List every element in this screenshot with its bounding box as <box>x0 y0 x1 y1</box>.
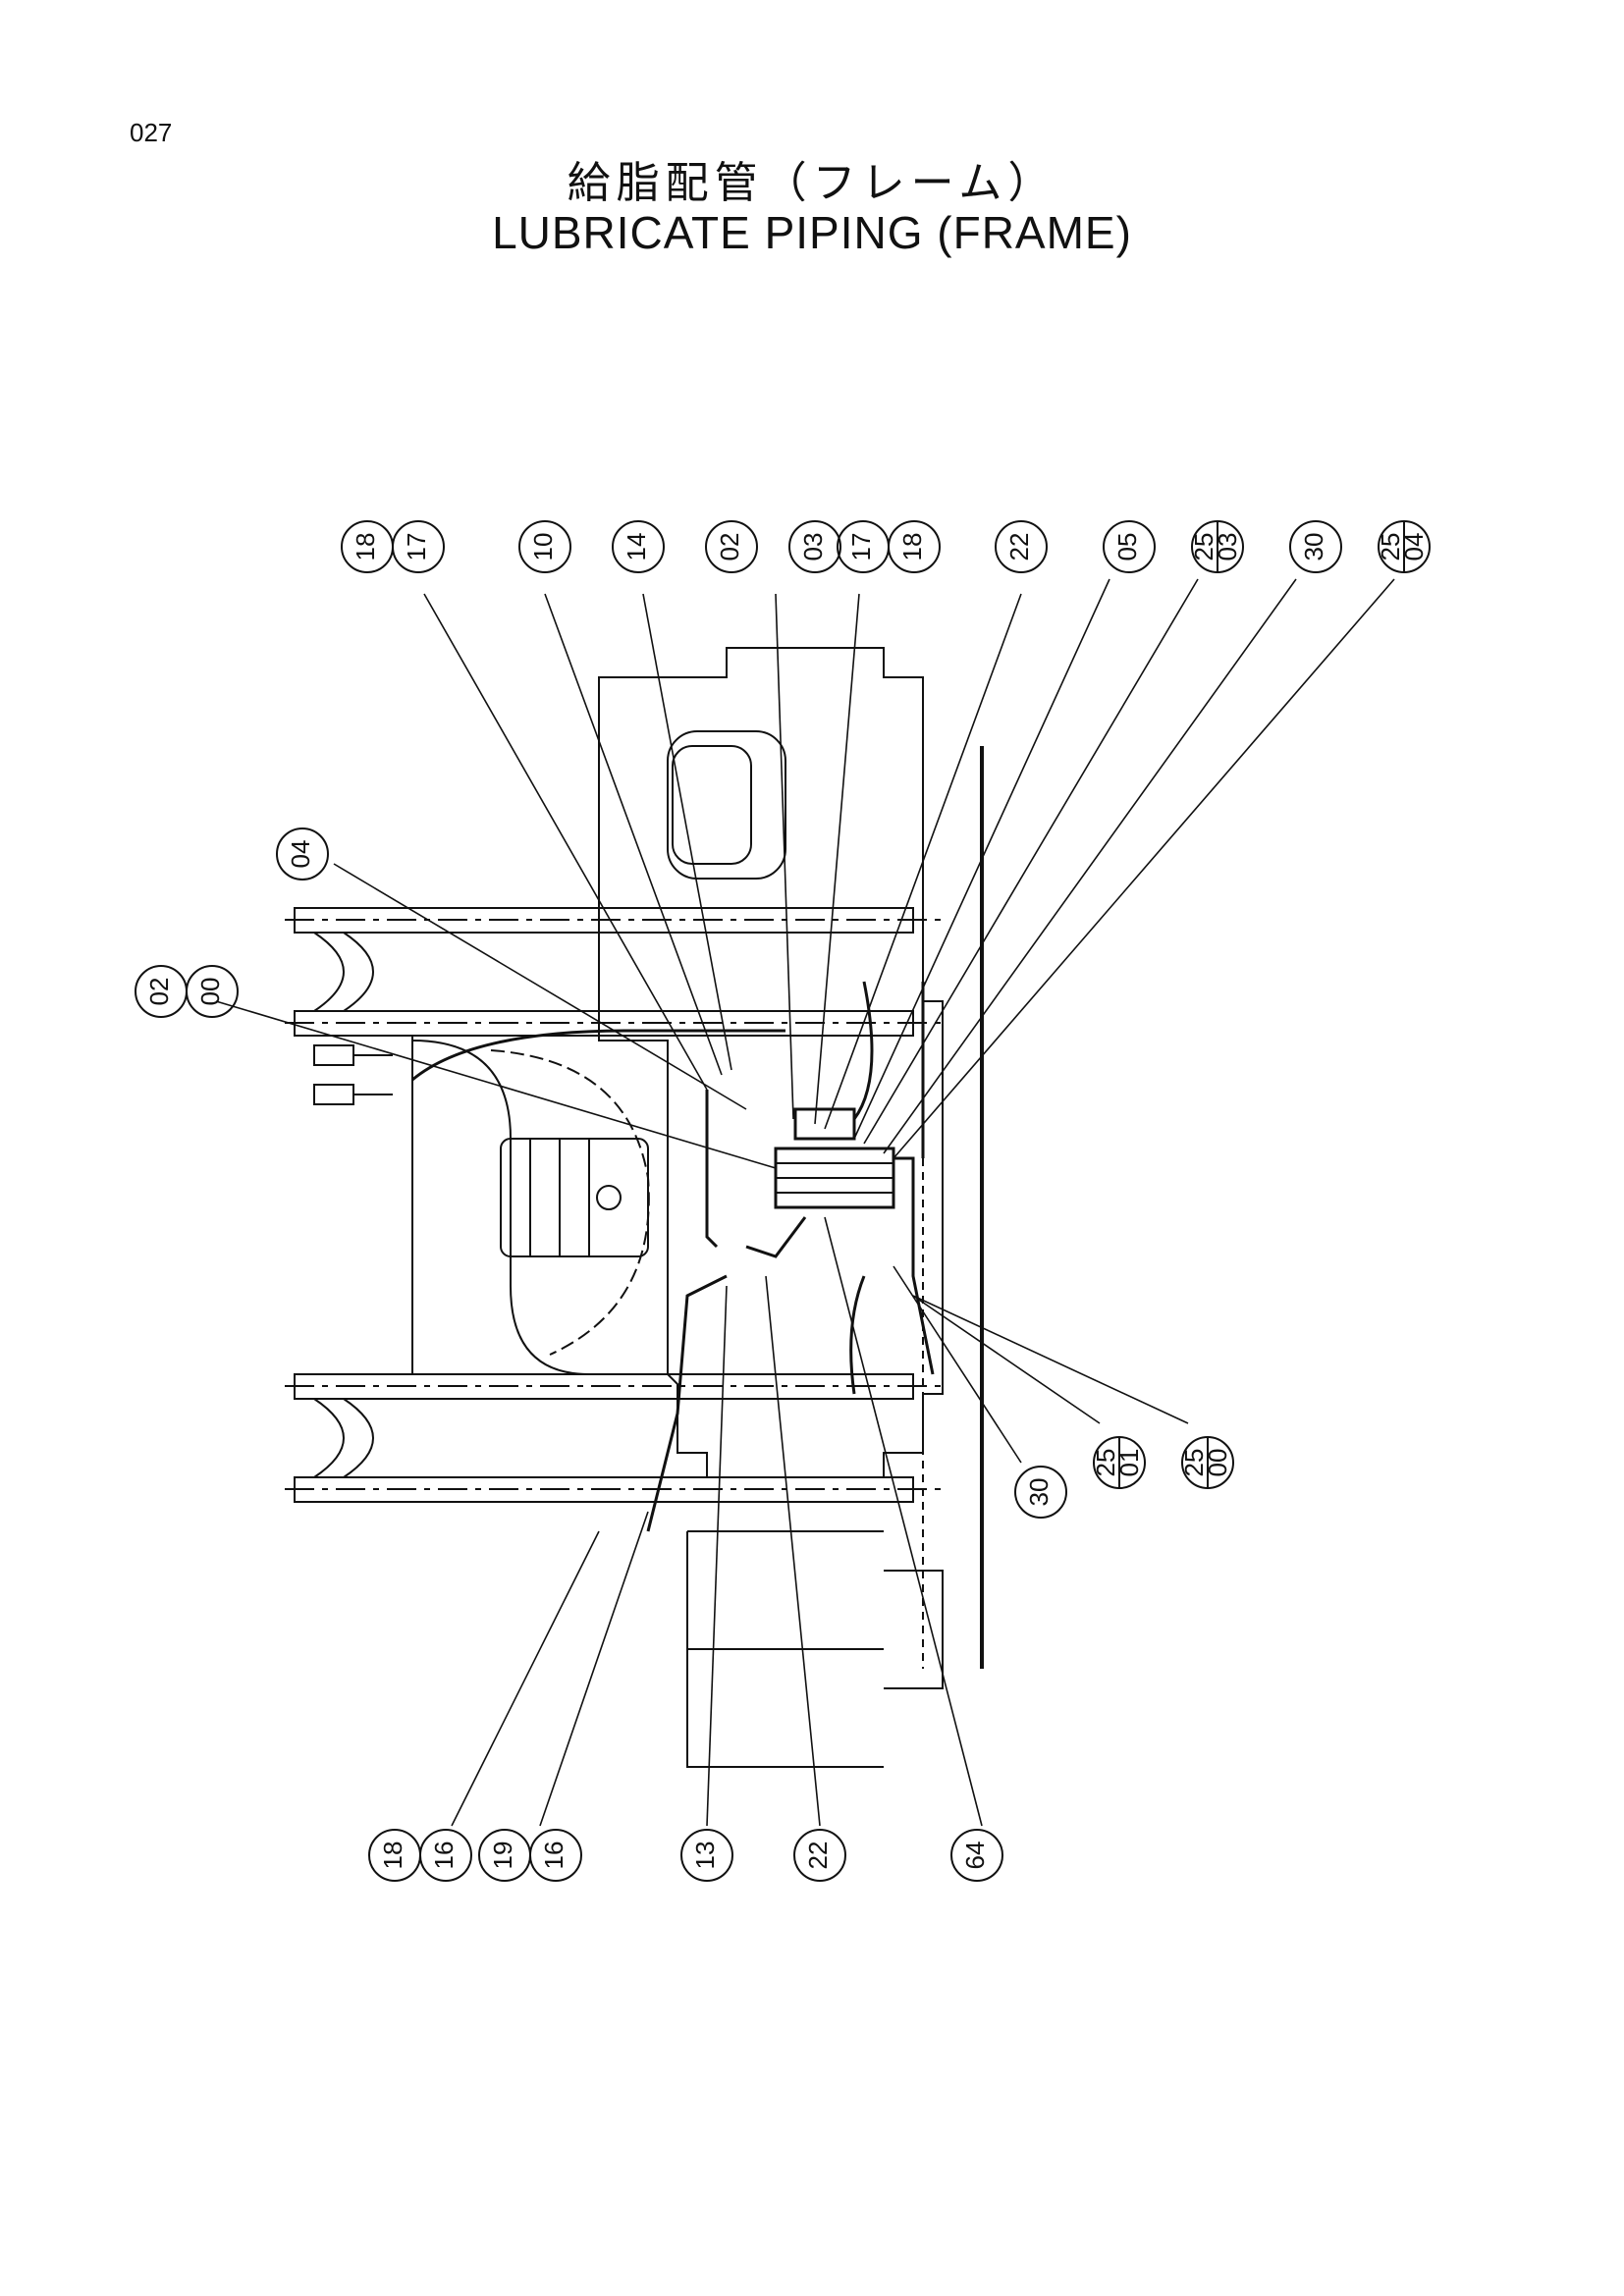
callout-number-bottom: 00 <box>1203 1449 1232 1477</box>
callout-number-bottom: 01 <box>1114 1449 1144 1477</box>
callout-7: 05 <box>1103 520 1156 573</box>
swing-motor <box>500 1138 649 1257</box>
callout-number: 64 <box>960 1842 990 1870</box>
hose-to-boom <box>411 1029 785 1082</box>
callout-number: 22 <box>803 1842 833 1870</box>
callout-number-top: 25 <box>1179 1449 1209 1477</box>
fitting-left-lower <box>313 1084 354 1105</box>
page-number: 027 <box>130 118 173 147</box>
callout-6: 22 <box>995 520 1048 573</box>
lower-boom-mount <box>294 1373 914 1400</box>
callout-number: 13 <box>690 1842 720 1870</box>
callout-number: 03 <box>798 533 828 561</box>
title-english: LUBRICATE PIPING (FRAME) <box>492 207 1132 258</box>
callout-number: 14 <box>622 533 651 561</box>
callout-number: 30 <box>1299 533 1328 561</box>
callout-11: 04 <box>276 828 329 881</box>
callout-19: 22 <box>793 1829 846 1882</box>
callout-number: 17 <box>402 533 431 561</box>
callout-number: 05 <box>1112 533 1142 561</box>
callout-number-top: 25 <box>1091 1449 1120 1477</box>
distributor-block-upper <box>793 1107 856 1141</box>
callout-9: 30 <box>1289 520 1342 573</box>
frame-outline <box>598 647 944 1478</box>
callout-number: 18 <box>897 533 927 561</box>
callout-number: 02 <box>715 533 744 561</box>
callout-13: 30 <box>1014 1466 1067 1519</box>
lower-boom-lower <box>294 1476 914 1503</box>
callout-number-bottom: 03 <box>1213 533 1242 561</box>
fitting-left-upper <box>313 1044 354 1066</box>
upper-boom-mount <box>294 907 914 934</box>
callout-3: 02 <box>705 520 758 573</box>
callout-number: 18 <box>351 533 380 561</box>
callout-number: 02 <box>144 978 174 1006</box>
callout-number: 30 <box>1024 1478 1054 1507</box>
callout-number: 22 <box>1004 533 1034 561</box>
callout-number: 04 <box>286 840 315 869</box>
frame-cabin-window <box>667 730 786 880</box>
callout-number: 00 <box>195 978 225 1006</box>
callout-20: 64 <box>950 1829 1003 1882</box>
callout-12: 02 00 <box>135 965 239 1018</box>
callout-number-top: 25 <box>1189 533 1218 561</box>
callout-number: 18 <box>378 1842 407 1870</box>
callout-2: 14 <box>612 520 665 573</box>
callout-number: 17 <box>846 533 876 561</box>
callout-number: 16 <box>539 1842 568 1870</box>
callout-number: 19 <box>488 1842 517 1870</box>
callout-number: 10 <box>528 533 558 561</box>
callout-1: 10 <box>518 520 571 573</box>
frame-cutout-top <box>672 745 752 865</box>
callout-number-top: 25 <box>1376 533 1405 561</box>
upper-boom-lower <box>294 1010 914 1037</box>
callout-4: 03 <box>788 520 841 573</box>
title-japanese: 給脂配管（フレーム） <box>567 158 1057 208</box>
callout-number: 16 <box>429 1842 459 1870</box>
callout-18: 13 <box>680 1829 733 1882</box>
callout-number-bottom: 04 <box>1399 533 1429 561</box>
